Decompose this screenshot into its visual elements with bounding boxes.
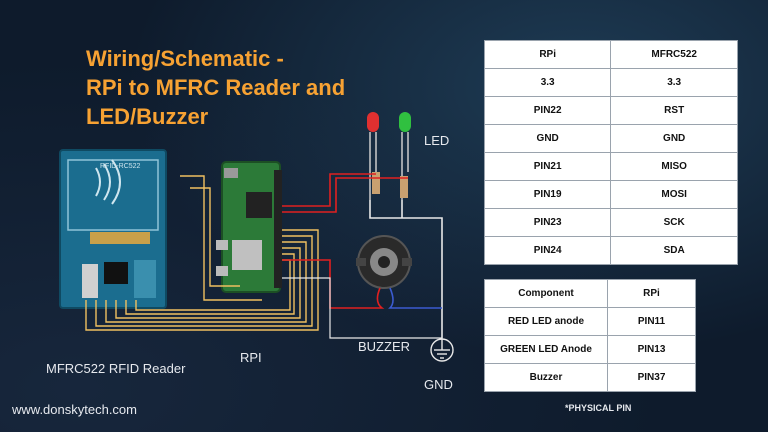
pin-table-cell: MOSI bbox=[610, 180, 738, 209]
green-led bbox=[399, 112, 411, 200]
component-table-cell: PIN13 bbox=[607, 335, 696, 364]
pin-table-cell: RPi bbox=[483, 40, 612, 69]
website-url: www.donskytech.com bbox=[12, 402, 137, 417]
title-line-1: Wiring/Schematic - bbox=[86, 46, 284, 71]
component-table-cell: PIN37 bbox=[607, 363, 696, 392]
component-table-cell: PIN11 bbox=[607, 307, 696, 336]
pin-table-cell: PIN21 bbox=[483, 152, 612, 181]
pin-table-cell: RST bbox=[610, 96, 738, 125]
rpi-board bbox=[216, 161, 282, 293]
pin-table-cell: MFRC522 bbox=[610, 40, 738, 69]
component-table-cell: Component bbox=[484, 279, 608, 308]
pin-table-cell: GND bbox=[610, 124, 738, 153]
pin-table-cell: MISO bbox=[610, 152, 738, 181]
pin-table-cell: GND bbox=[483, 124, 612, 153]
gnd-label: GND bbox=[424, 377, 453, 392]
rfid-chip-text: RFID-RC522 bbox=[100, 163, 141, 170]
title-line-2: RPi to MFRC Reader and bbox=[86, 75, 346, 100]
pin-table-cell: PIN19 bbox=[483, 180, 612, 209]
pin-table-cell: 3.3 bbox=[483, 68, 612, 97]
pin-table-cell: 3.3 bbox=[610, 68, 738, 97]
rfid-wires bbox=[85, 175, 319, 331]
pin-table-cell: PIN23 bbox=[483, 208, 612, 237]
buzzer-label: BUZZER bbox=[358, 339, 410, 354]
physical-pin-note: *PHYSICAL PIN bbox=[565, 403, 632, 413]
pin-table-cell: SCK bbox=[610, 208, 738, 237]
component-table-cell: Buzzer bbox=[484, 363, 608, 392]
pin-table-cell: PIN24 bbox=[483, 236, 612, 265]
led-wires bbox=[282, 173, 443, 338]
title-line-3: LED/Buzzer bbox=[86, 104, 209, 129]
buzzer bbox=[282, 235, 442, 309]
rfid-label: MFRC522 RFID Reader bbox=[46, 361, 186, 376]
component-table-cell: RED LED anode bbox=[484, 307, 608, 336]
component-table-cell: RPi bbox=[607, 279, 696, 308]
ground-symbol bbox=[430, 338, 454, 362]
led-label: LED bbox=[424, 133, 450, 148]
red-led bbox=[367, 112, 380, 200]
pin-table-cell: PIN22 bbox=[483, 96, 612, 125]
pin-table-cell: SDA bbox=[610, 236, 738, 265]
rpi-label: RPI bbox=[240, 350, 262, 365]
rfid-reader-board: RFID-RC522 bbox=[59, 149, 167, 309]
page-title: Wiring/Schematic - RPi to MFRC Reader an… bbox=[86, 44, 446, 131]
component-table-cell: GREEN LED Anode bbox=[484, 335, 608, 364]
